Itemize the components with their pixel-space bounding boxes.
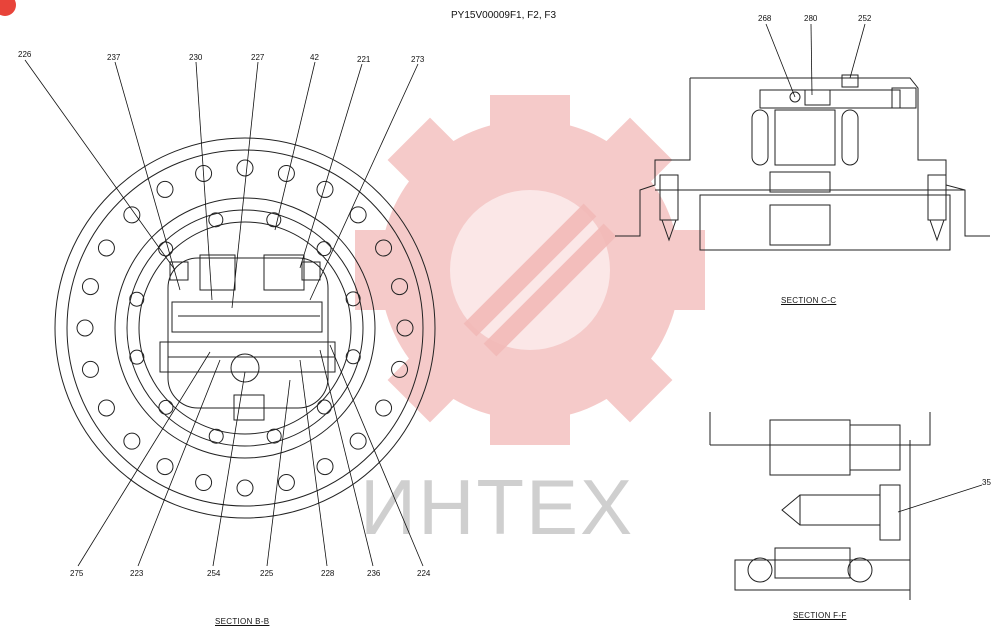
- leader-line: [137, 359, 221, 567]
- callout-230: 230: [189, 53, 203, 62]
- outer-bolt-holes: [76, 159, 414, 497]
- leader-line: [114, 61, 181, 291]
- inner-bolt-holes: [129, 212, 361, 444]
- leader-line: [897, 484, 983, 513]
- inner-bolt-hole: [208, 428, 224, 444]
- outer-bolt-hole: [375, 239, 393, 257]
- leader-line: [849, 23, 866, 79]
- outer-bolt-hole: [277, 474, 295, 492]
- leader-line: [266, 379, 291, 567]
- leader-line: [810, 23, 813, 96]
- outer-bolt-hole: [391, 360, 409, 378]
- leader-line: [299, 359, 328, 567]
- outer-flange-ring: [54, 137, 436, 519]
- inner-bolt-hole: [158, 241, 174, 257]
- callout-268: 268: [758, 14, 772, 23]
- leader-line: [212, 371, 246, 567]
- section-ff-label: SECTION F-F: [793, 611, 847, 620]
- inner-bolt-hole: [158, 399, 174, 415]
- callout-224: 224: [417, 569, 431, 578]
- inner-bolt-hole: [345, 291, 361, 307]
- callout-237: 237: [107, 53, 121, 62]
- callout-223: 223: [130, 569, 144, 578]
- leader-line: [329, 344, 424, 567]
- callout-221: 221: [357, 55, 371, 64]
- outer-bolt-hole: [81, 360, 99, 378]
- drawing-number: PY15V00009F1, F2, F3: [451, 10, 557, 21]
- section-bb-label: SECTION B-B: [215, 617, 270, 626]
- callout-42: 42: [310, 53, 319, 62]
- callout-35: 35: [982, 478, 991, 487]
- outer-bolt-hole: [76, 319, 94, 337]
- inner-bolt-hole: [345, 349, 361, 365]
- outer-bolt-hole: [349, 206, 367, 224]
- outer-bolt-hole: [316, 180, 334, 198]
- outer-bolt-hole: [316, 458, 334, 476]
- callout-254: 254: [207, 569, 221, 578]
- outer-bolt-hole: [195, 164, 213, 182]
- callout-225: 225: [260, 569, 274, 578]
- outer-bolt-hole: [123, 432, 141, 450]
- callout-252: 252: [858, 14, 872, 23]
- inner-bolt-hole: [316, 241, 332, 257]
- outer-bolt-hole: [81, 278, 99, 296]
- outer-bolt-hole: [236, 479, 254, 497]
- outer-bolt-hole: [97, 239, 115, 257]
- callout-226: 226: [18, 50, 32, 59]
- outer-bolt-hole: [236, 159, 254, 177]
- inner-bolt-hole: [266, 212, 282, 228]
- callout-275: 275: [70, 569, 84, 578]
- leader-line: [231, 61, 259, 309]
- outer-bolt-hole: [396, 319, 414, 337]
- watermark-text: ИНТЕХ: [360, 463, 635, 551]
- inner-bolt-hole: [129, 349, 145, 365]
- outer-bolt-hole: [123, 206, 141, 224]
- leader-line: [24, 59, 176, 271]
- outer-bolt-hole: [97, 399, 115, 417]
- callout-273: 273: [411, 55, 425, 64]
- outer-bolt-hole: [375, 399, 393, 417]
- inner-bolt-hole: [208, 212, 224, 228]
- outer-bolt-hole: [156, 180, 174, 198]
- callout-280: 280: [804, 14, 818, 23]
- outer-bolt-hole: [391, 278, 409, 296]
- leader-line: [319, 349, 374, 567]
- inner-bolt-hole: [129, 291, 145, 307]
- callout-227: 227: [251, 53, 265, 62]
- leader-line: [195, 61, 213, 301]
- outer-bolt-hole: [195, 474, 213, 492]
- leader-line: [299, 63, 363, 269]
- corner-badge-icon: [0, 0, 16, 16]
- leader-line: [765, 23, 796, 98]
- inner-bolt-hole: [316, 399, 332, 415]
- inner-bolt-hole: [266, 428, 282, 444]
- outer-bolt-hole: [349, 432, 367, 450]
- section-cc-label: SECTION C-C: [781, 296, 837, 305]
- leader-line: [274, 61, 316, 231]
- leader-line: [77, 351, 211, 567]
- callout-236: 236: [367, 569, 381, 578]
- callout-228: 228: [321, 569, 335, 578]
- outer-bolt-hole: [156, 458, 174, 476]
- leader-line: [309, 63, 419, 301]
